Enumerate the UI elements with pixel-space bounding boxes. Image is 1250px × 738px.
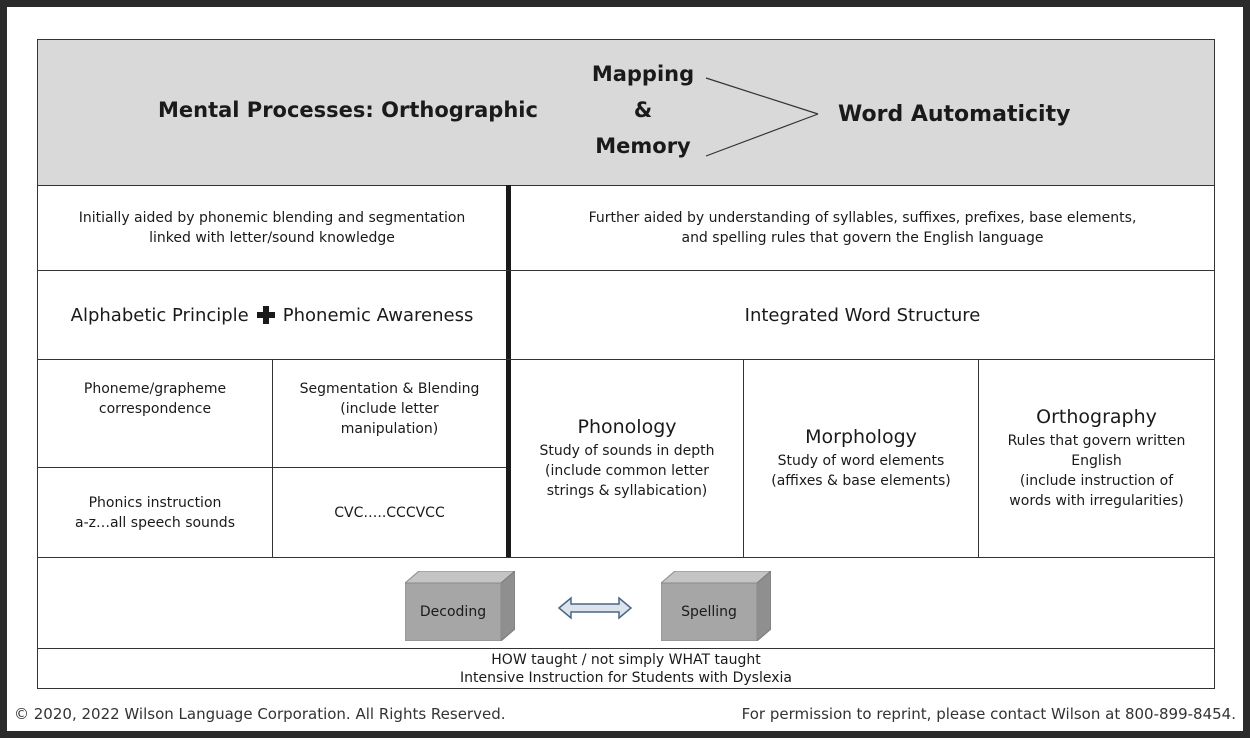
phonology-cell: Phonology Study of sounds in depth (incl… [511,360,743,557]
converge-arrow-icon [705,77,819,157]
header-band: Mental Processes: Orthographic Mapping &… [38,40,1214,185]
block-icon [405,571,515,641]
phoneme-grapheme-cell: Phoneme/grapheme correspondence [38,379,272,419]
mapping-line1: Mapping [591,62,695,86]
phonology-line2: (include common letter [545,462,709,479]
principles-left: Alphabetic Principle Phonemic Awareness [38,271,506,359]
mapping-memory-label: Mapping & Memory [583,56,703,164]
grid-divider [37,467,506,468]
double-arrow-icon [557,596,633,620]
alphabetic-principle: Alphabetic Principle [70,304,249,326]
orthography-line4: words with irregularities) [1009,492,1184,509]
header-right-title: Word Automaticity [838,102,1071,127]
aided-right: Further aided by understanding of syllab… [511,186,1214,270]
segmentation-line2: (include letter [340,401,439,417]
divider [37,359,1215,360]
aided-right-line1: Further aided by understanding of syllab… [588,210,1137,226]
column-divider [743,359,744,557]
header-left-title: Mental Processes: Orthographic [158,98,538,122]
bottom-note-line2: Intensive Instruction for Students with … [460,669,792,686]
decoding-label: Decoding [419,604,487,620]
cvc-cell: CVC…..CCCVCC [334,504,445,521]
block-icon [661,571,771,641]
decoding-block: Decoding [405,571,515,641]
phonics-instruction-cell: Phonics instruction a-z…all speech sound… [38,468,272,557]
phonology-line3: strings & syllabication) [546,482,708,499]
phonemic-awareness: Phonemic Awareness [282,304,474,326]
phonics-line2: a-z…all speech sounds [74,514,235,531]
morphology-line1: Study of word elements [777,452,945,469]
morphology-title: Morphology [805,425,917,448]
segmentation-blending-cell: Segmentation & Blending (include letter … [273,379,506,439]
orthography-line3: (include instruction of [1019,472,1174,489]
permission-text: For permission to reprint, please contac… [741,705,1236,723]
orthography-line1: Rules that govern written [1007,432,1186,449]
diagram-border [37,39,1215,689]
orthography-cell: Orthography Rules that govern written En… [979,360,1214,557]
segmentation-line1: Segmentation & Blending [299,381,480,397]
aided-right-line2: and spelling rules that govern the Engli… [681,230,1044,246]
phoneme-grapheme-line2: correspondence [98,401,212,417]
phoneme-grapheme-line1: Phoneme/grapheme [83,381,227,397]
diagram: Mental Processes: Orthographic Mapping &… [37,39,1215,689]
copyright-text: © 2020, 2022 Wilson Language Corporation… [14,705,506,723]
phonology-title: Phonology [577,415,677,438]
aided-left-line1: Initially aided by phonemic blending and… [78,210,466,226]
morphology-cell: Morphology Study of word elements (affix… [744,360,978,557]
divider [37,557,1215,558]
orthography-line2: English [1071,452,1122,469]
bottom-note-line1: HOW taught / not simply WHAT taught [491,651,761,668]
divider [37,185,1215,186]
spelling-label: Spelling [681,604,737,620]
mapping-line2: & [633,98,653,122]
phonology-line1: Study of sounds in depth [539,442,715,459]
plus-icon [256,306,275,324]
spelling-block: Spelling [661,571,771,641]
morphology-line2: (affixes & base elements) [771,472,951,489]
grid-divider [272,359,273,557]
divider [37,270,1215,271]
column-divider [978,359,979,557]
integrated-word-structure: Integrated Word Structure [744,304,981,326]
mapping-line3: Memory [595,134,691,158]
segmentation-line3: manipulation) [340,421,439,437]
aided-left-line2: linked with letter/sound knowledge [149,230,395,246]
bottom-note: HOW taught / not simply WHAT taught Inte… [38,649,1214,688]
phonics-line1: Phonics instruction [88,494,222,511]
aided-left: Initially aided by phonemic blending and… [38,186,506,270]
divider [37,648,1215,649]
thick-divider [506,185,511,557]
orthography-title: Orthography [1036,405,1157,428]
